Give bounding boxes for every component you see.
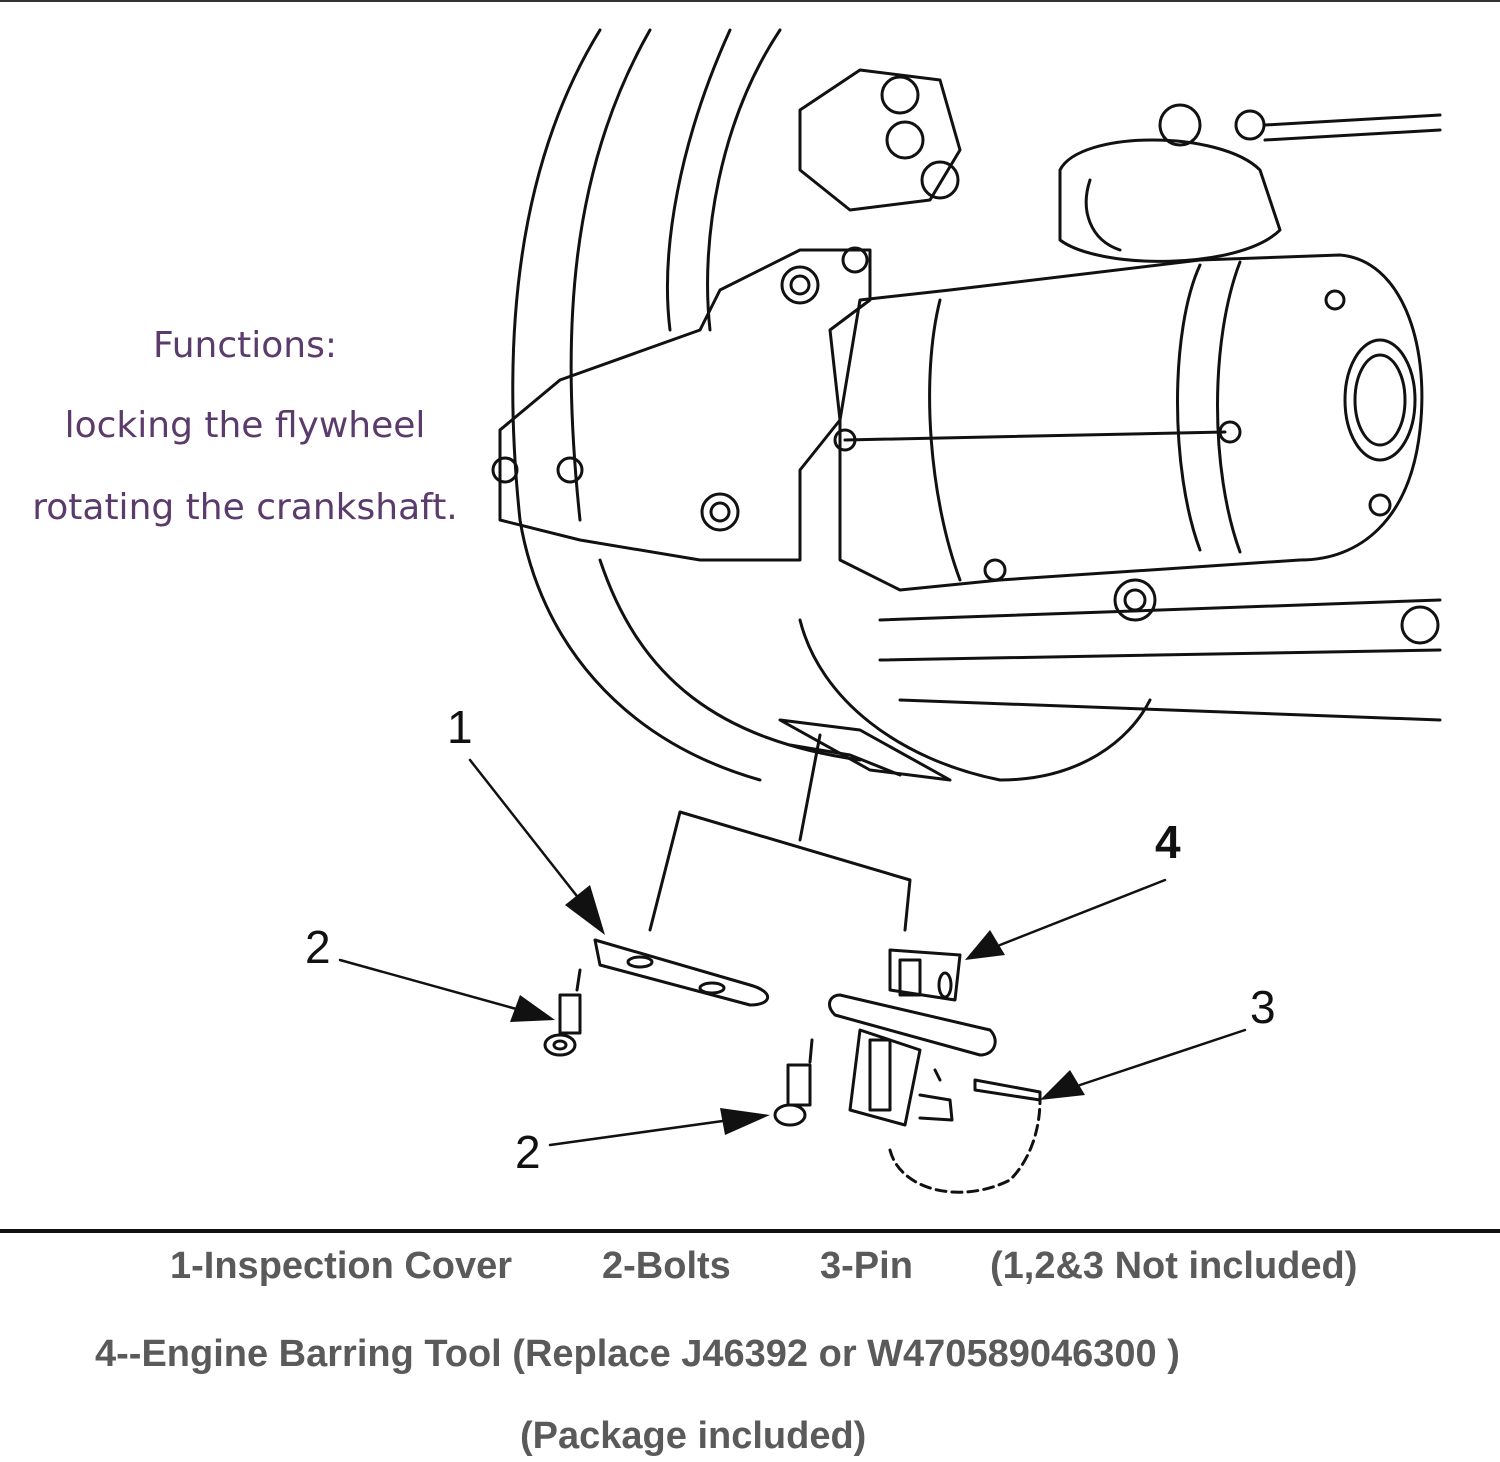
solenoid xyxy=(1058,138,1282,263)
callout-4: 4 xyxy=(1155,816,1181,868)
engine-barring-tool xyxy=(828,948,997,1127)
legend-package-included: (Package included) xyxy=(520,1415,867,1457)
legend-inspection-cover: 1-Inspection Cover xyxy=(170,1245,513,1287)
legend-not-included-note: (1,2&3 Not included) xyxy=(990,1245,1358,1287)
function-locking-flywheel: locking the flywheel xyxy=(64,405,426,446)
legend-engine-barring-tool: 4--Engine Barring Tool (Replace J46392 o… xyxy=(95,1333,1180,1375)
legend-bolts: 2-Bolts xyxy=(602,1245,731,1287)
leader-lines xyxy=(338,758,1247,1147)
bolt-2 xyxy=(773,1038,814,1127)
divider xyxy=(0,1229,1500,1233)
callout-2-upper: 2 xyxy=(305,921,331,973)
callout-3: 3 xyxy=(1250,981,1276,1033)
inspection-cover xyxy=(593,938,770,1007)
arrowheads xyxy=(510,885,1085,1135)
assembly-bracket xyxy=(648,733,912,932)
callout-2-lower: 2 xyxy=(515,1126,541,1178)
pin xyxy=(888,1078,1042,1194)
top-border xyxy=(0,0,1500,2)
mounting-flange xyxy=(498,248,872,562)
bolt-1 xyxy=(543,993,582,1057)
function-rotating-crankshaft: rotating the crankshaft. xyxy=(32,487,458,528)
legend-pin: 3-Pin xyxy=(820,1245,913,1287)
flywheel-housing-outline xyxy=(511,28,762,782)
functions-title: Functions: xyxy=(152,325,337,366)
frame-rail xyxy=(878,598,1442,722)
starter-motor-body xyxy=(838,253,1424,592)
engine-starter-line-drawing xyxy=(338,28,1442,1194)
callout-1: 1 xyxy=(447,701,473,753)
